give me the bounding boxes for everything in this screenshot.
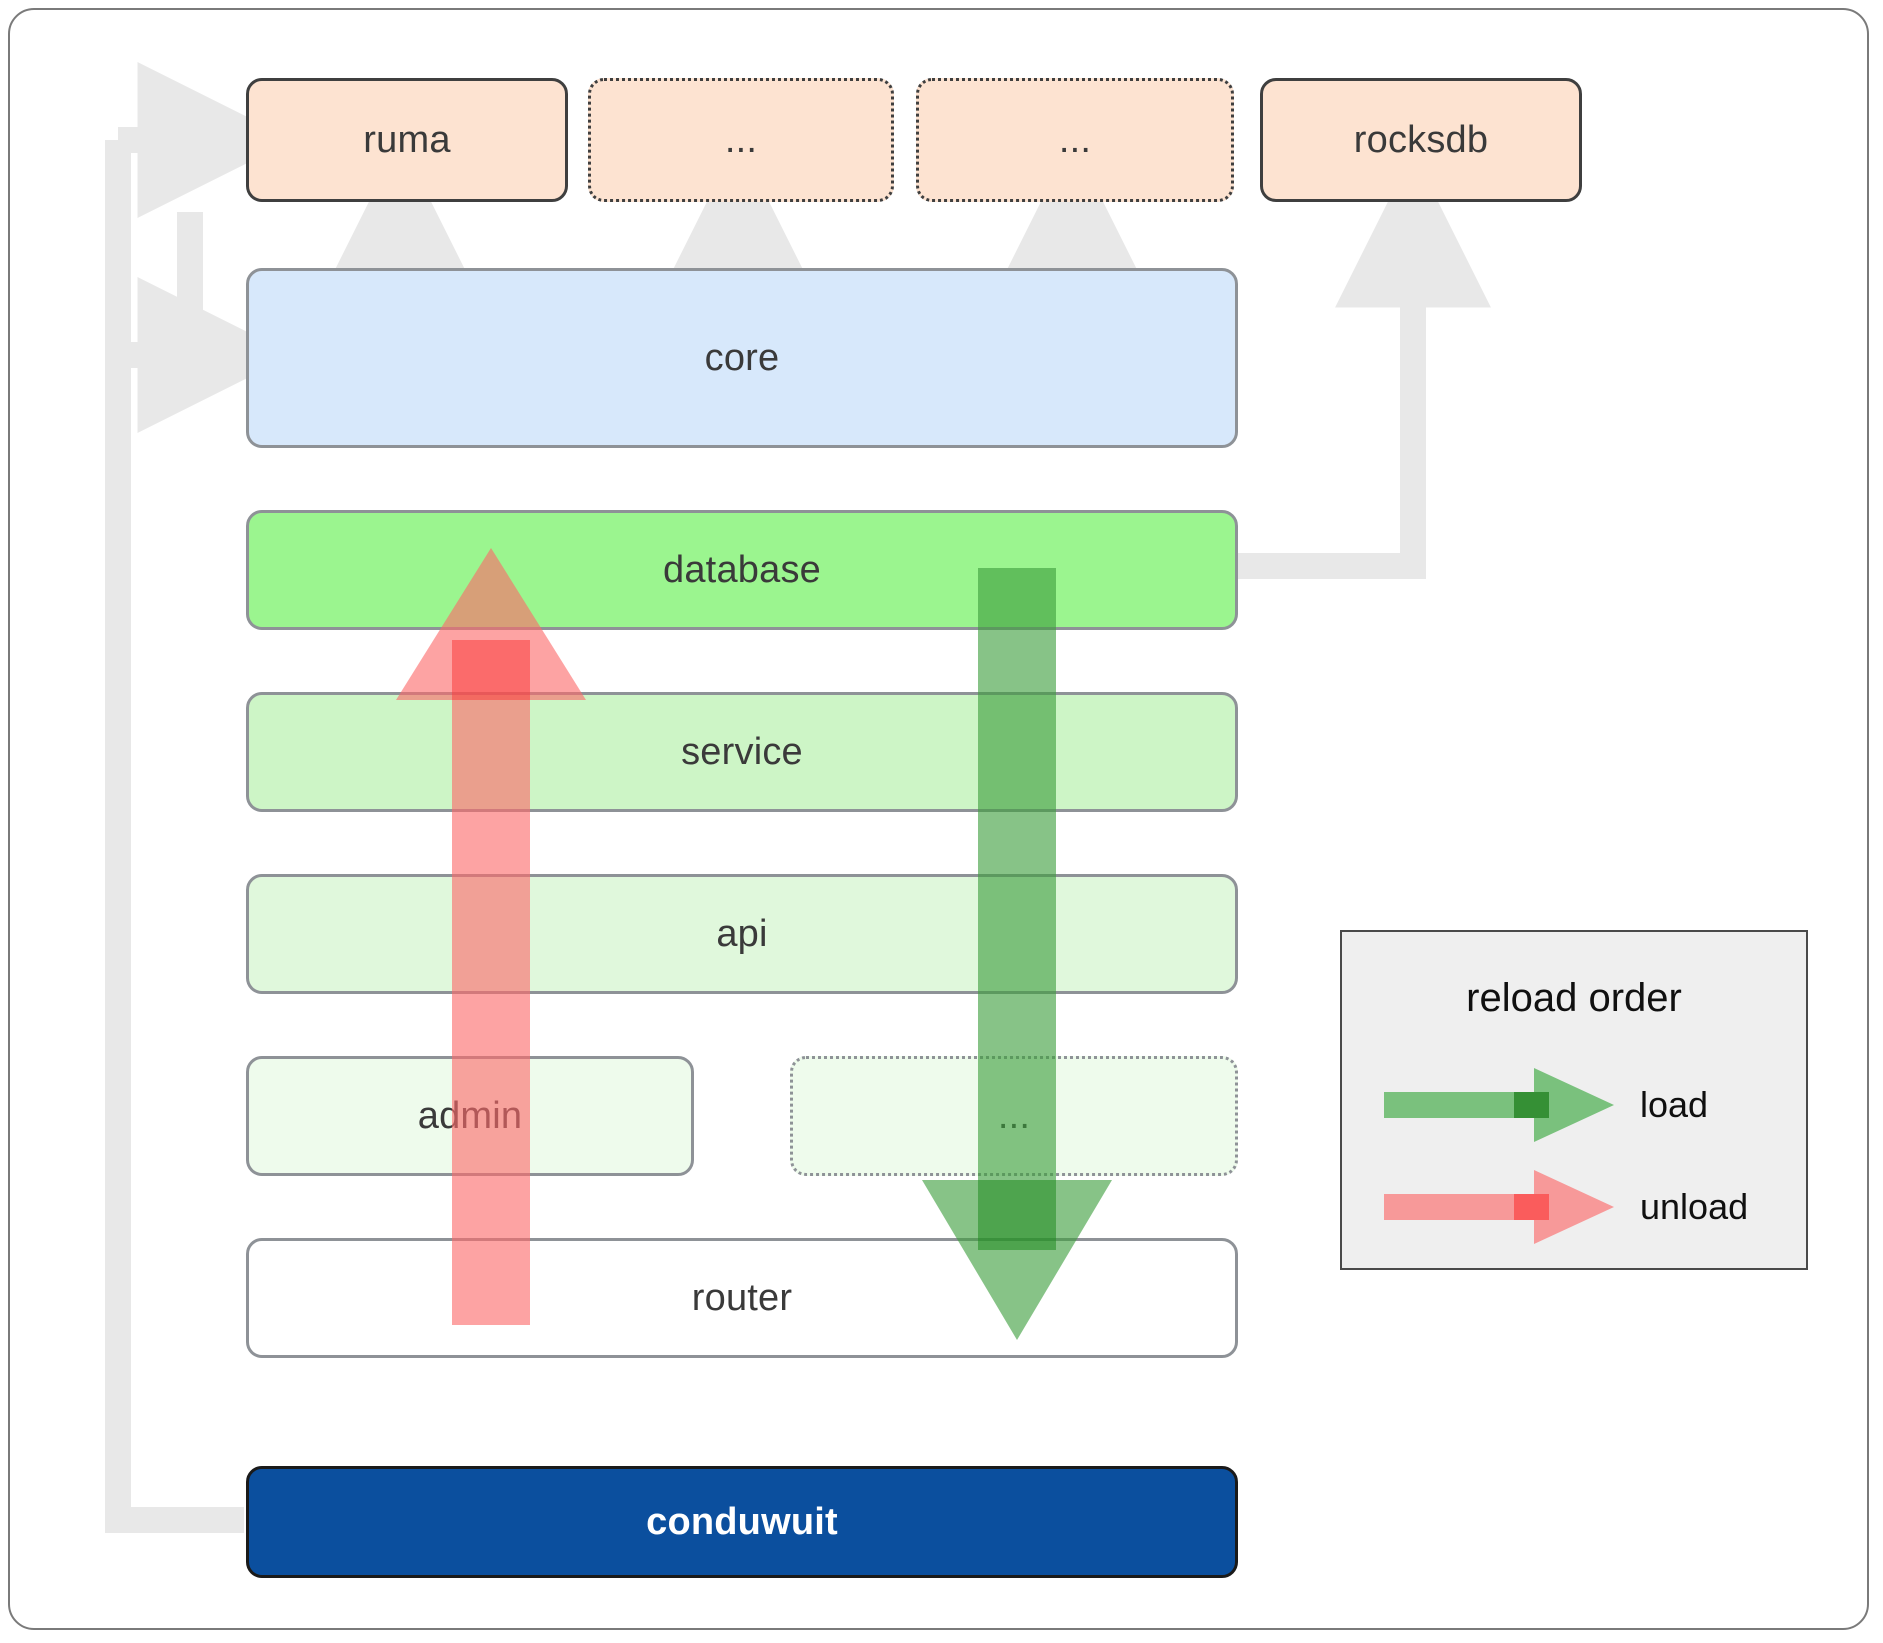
- node-dep3[interactable]: ...: [916, 78, 1234, 202]
- node-api[interactable]: api: [246, 874, 1238, 994]
- node-rocksdb[interactable]: rocksdb: [1260, 78, 1582, 202]
- node-router-label: router: [691, 1276, 793, 1319]
- node-service[interactable]: service: [246, 692, 1238, 812]
- node-service-label: service: [681, 730, 803, 773]
- node-dep3-label: ...: [1058, 118, 1092, 161]
- node-conduwuit[interactable]: conduwuit: [246, 1466, 1238, 1578]
- node-admin-label: admin: [417, 1094, 523, 1137]
- diagram-frame: [8, 8, 1869, 1630]
- node-router[interactable]: router: [246, 1238, 1238, 1358]
- legend-panel: reload order load unload: [1340, 930, 1808, 1270]
- node-database-label: database: [663, 548, 821, 591]
- legend-unload-arrow-icon: [1384, 1170, 1614, 1244]
- node-rocksdb-label: rocksdb: [1353, 118, 1489, 161]
- legend-load-arrow-icon: [1384, 1068, 1614, 1142]
- node-core[interactable]: core: [246, 268, 1238, 448]
- legend-title: reload order: [1466, 976, 1682, 1020]
- node-ruma[interactable]: ruma: [246, 78, 568, 202]
- node-dep2[interactable]: ...: [588, 78, 894, 202]
- node-dep2-label: ...: [724, 118, 758, 161]
- node-more-label: ...: [997, 1094, 1031, 1137]
- node-conduwuit-label: conduwuit: [646, 1500, 838, 1543]
- node-core-label: core: [704, 336, 780, 379]
- node-admin[interactable]: admin: [246, 1056, 694, 1176]
- legend-unload-label: unload: [1640, 1186, 1749, 1227]
- node-ruma-label: ruma: [363, 118, 451, 161]
- node-api-label: api: [716, 912, 768, 955]
- node-more[interactable]: ...: [790, 1056, 1238, 1176]
- node-database[interactable]: database: [246, 510, 1238, 630]
- legend-load-label: load: [1640, 1084, 1709, 1125]
